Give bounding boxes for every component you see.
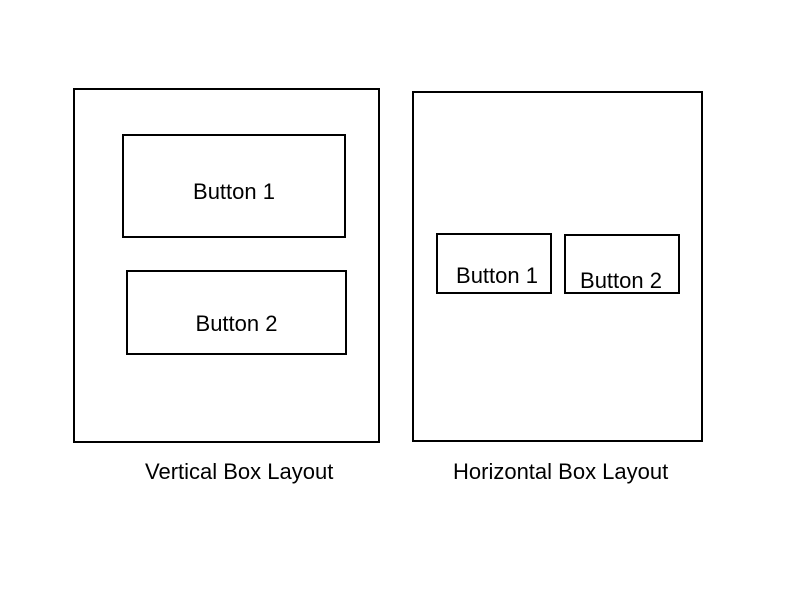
vertical-box-layout-panel: Button 1 Button 2 [73, 88, 380, 443]
horizontal-button-2-label: Button 2 [580, 268, 662, 293]
horizontal-box-layout-panel: Button 1 Button 2 [412, 91, 703, 442]
horizontal-button-1[interactable]: Button 1 [436, 233, 552, 294]
horizontal-button-2[interactable]: Button 2 [564, 234, 680, 294]
vertical-button-1[interactable]: Button 1 [122, 134, 346, 238]
horizontal-box-layout-caption: Horizontal Box Layout [453, 459, 669, 484]
horizontal-button-1-label: Button 1 [456, 263, 538, 288]
vertical-box-layout-caption: Vertical Box Layout [145, 459, 334, 484]
vertical-button-2-label: Button 2 [195, 311, 278, 336]
vertical-button-2[interactable]: Button 2 [126, 270, 347, 355]
vertical-button-1-label: Button 1 [193, 179, 275, 204]
